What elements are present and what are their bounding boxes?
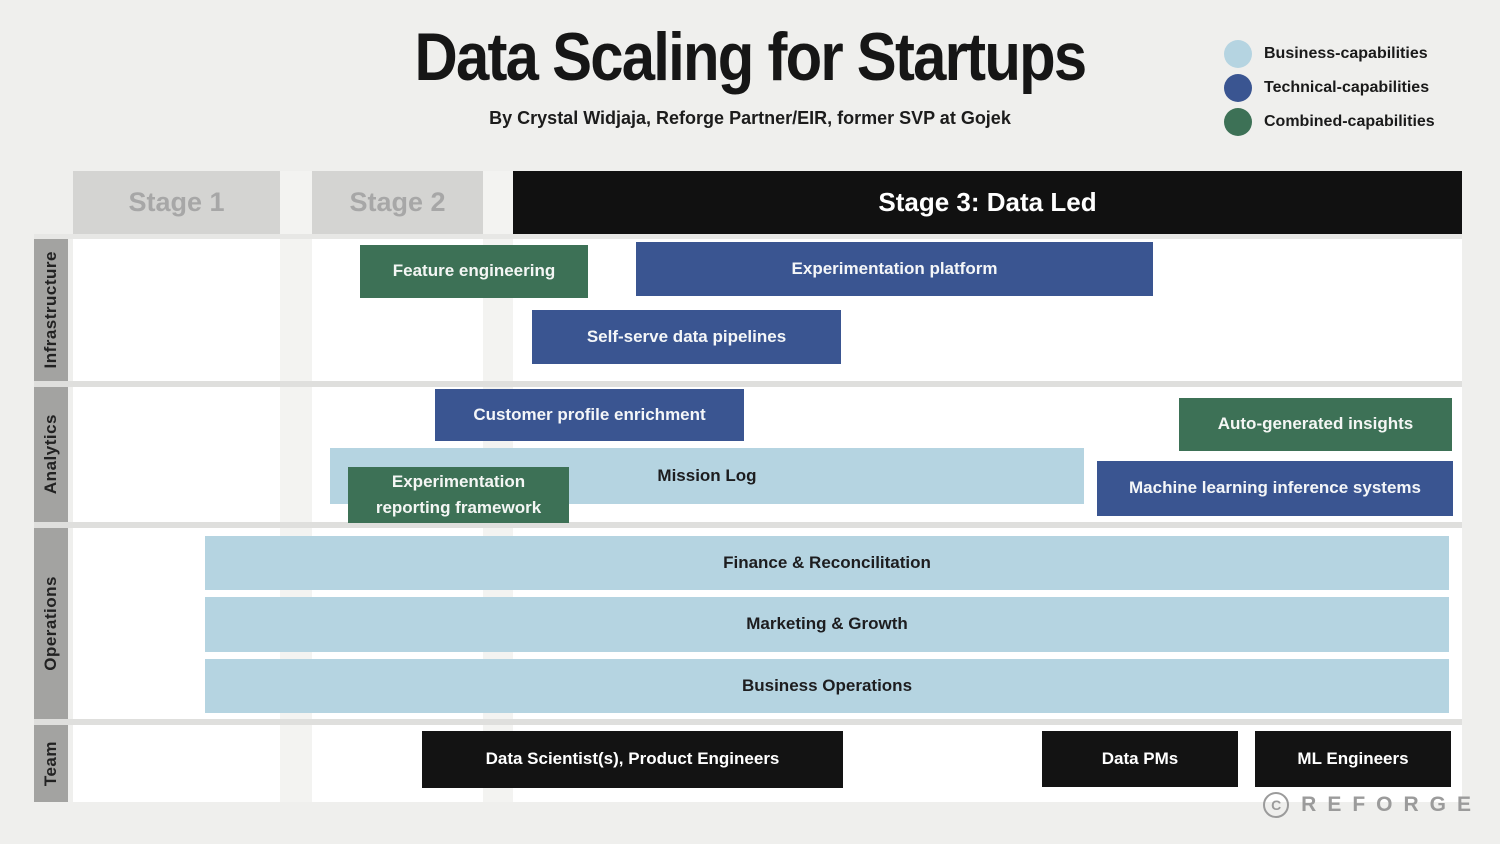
technical-capabilities-dot-icon	[1224, 74, 1252, 102]
bar-data-scientists-product-engineers: Data Scientist(s), Product Engineers	[422, 731, 843, 788]
copyright-icon: C	[1263, 792, 1290, 818]
bar-data-pms: Data PMs	[1042, 731, 1238, 787]
row-divider	[34, 719, 1462, 725]
bar-business-operations: Business Operations	[205, 659, 1449, 713]
bar-customer-profile-enrichment: Customer profile enrichment	[435, 389, 744, 441]
row-divider	[34, 381, 1462, 387]
row-label-text: Team	[41, 740, 60, 787]
bar-experimentation-platform: Experimentation platform	[636, 242, 1153, 296]
bar-finance-reconcilitation: Finance & Reconcilitation	[205, 536, 1449, 590]
grid-cell-team-stage1	[73, 725, 280, 802]
legend-item-technical: Technical-capabilities	[1224, 74, 1435, 102]
row-divider	[34, 234, 1462, 239]
page-title: Data Scaling for Startups	[414, 19, 1088, 95]
row-label-text: Infrastructure	[41, 251, 60, 369]
bar-marketing-growth: Marketing & Growth	[205, 597, 1449, 652]
row-label-analytics: Analytics	[34, 387, 68, 522]
bar-experimentation-reporting-framework: Experimentation reporting framework	[348, 467, 569, 523]
bar-ml-engineers: ML Engineers	[1255, 731, 1451, 787]
row-label-text: Analytics	[41, 414, 60, 495]
bar-auto-generated-insights: Auto-generated insights	[1179, 398, 1452, 451]
combined-capabilities-dot-icon	[1224, 108, 1252, 136]
stage-1-header: Stage 1	[73, 171, 280, 234]
reforge-logo-text: REFORGE	[1301, 793, 1482, 816]
grid-cell-analytics-stage1	[73, 387, 280, 522]
legend-item-combined: Combined-capabilities	[1224, 108, 1435, 136]
reforge-logo: C REFORGE	[1263, 792, 1482, 818]
row-label-text: Operations	[41, 576, 60, 671]
legend-item-business: Business-capabilities	[1224, 40, 1435, 68]
stage-2-header: Stage 2	[312, 171, 483, 234]
page-subtitle: By Crystal Widjaja, Reforge Partner/EIR,…	[489, 108, 1011, 128]
legend: Business-capabilities Technical-capabili…	[1224, 40, 1435, 142]
legend-label: Combined-capabilities	[1264, 113, 1435, 130]
legend-label: Technical-capabilities	[1264, 79, 1430, 96]
row-label-operations: Operations	[34, 528, 68, 719]
stage-3-header: Stage 3: Data Led	[513, 171, 1462, 234]
legend-label: Business-capabilities	[1264, 45, 1428, 62]
bar-machine-learning-inference-systems: Machine learning inference systems	[1097, 461, 1453, 516]
bar-feature-engineering: Feature engineering	[360, 245, 588, 298]
row-divider	[34, 522, 1462, 528]
bar-self-serve-data-pipelines: Self-serve data pipelines	[532, 310, 841, 364]
business-capabilities-dot-icon	[1224, 40, 1252, 68]
grid-cell-infrastructure-stage1	[73, 239, 280, 381]
row-label-infrastructure: Infrastructure	[34, 239, 68, 381]
row-label-team: Team	[34, 725, 68, 802]
